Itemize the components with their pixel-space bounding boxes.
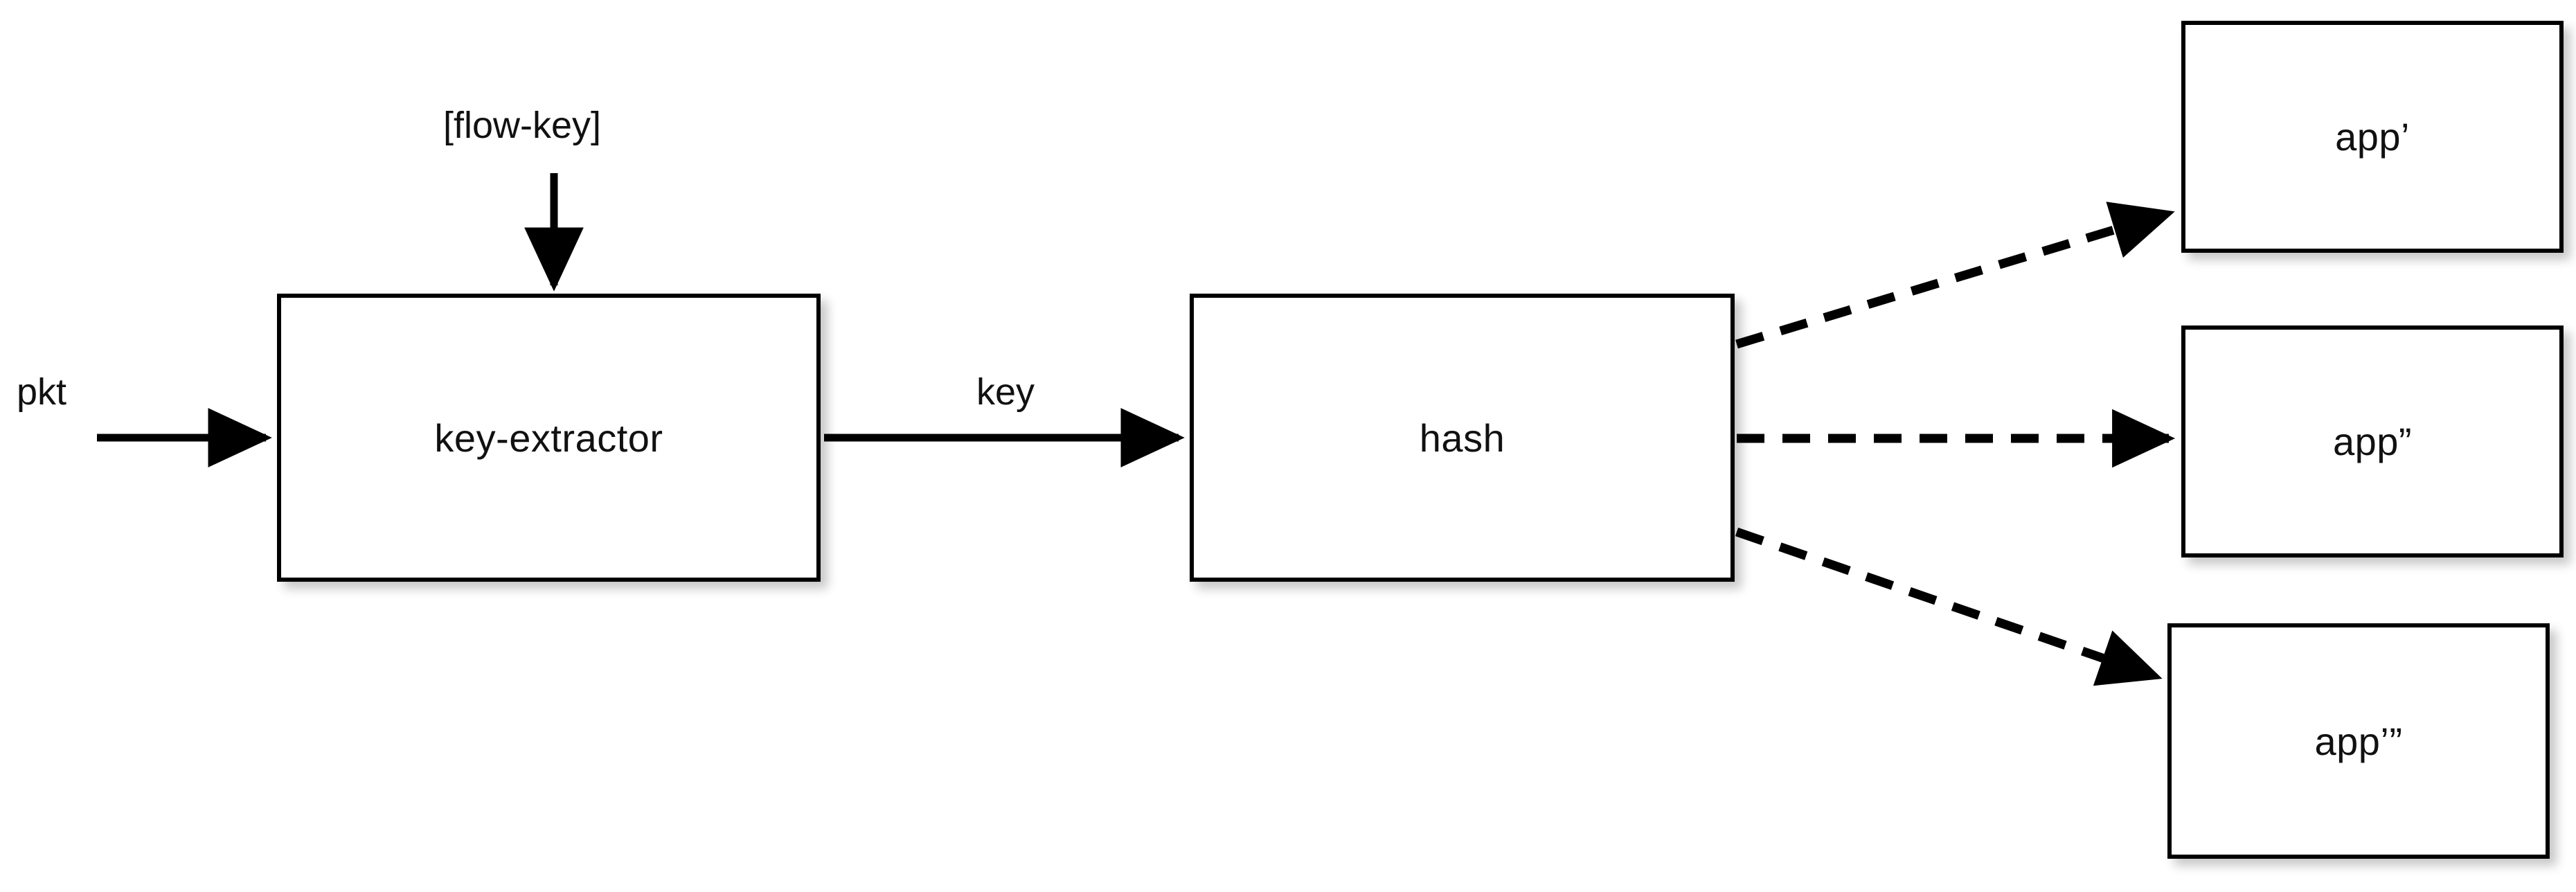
node-app-triple-prime[interactable]: app’”: [2167, 623, 2550, 859]
node-app-double-prime[interactable]: app”: [2181, 325, 2564, 558]
node-hash[interactable]: hash: [1190, 294, 1735, 582]
node-key-extractor[interactable]: key-extractor: [277, 294, 821, 582]
node-app-prime-label: app’: [2335, 115, 2410, 159]
node-app-double-prime-label: app”: [2332, 420, 2413, 463]
edge-label-pkt: pkt: [17, 371, 67, 413]
node-app-triple-prime-label: app’”: [2314, 719, 2403, 763]
node-key-extractor-label: key-extractor: [434, 416, 663, 460]
edge-label-key: key: [976, 371, 1035, 413]
node-hash-label: hash: [1419, 416, 1505, 460]
arrow-hash-to-app1: [1735, 202, 2175, 349]
arrow-hash-to-app3: [1735, 527, 2163, 686]
node-app-prime[interactable]: app’: [2181, 21, 2564, 253]
edge-label-flow-key: [flow-key]: [443, 105, 602, 146]
